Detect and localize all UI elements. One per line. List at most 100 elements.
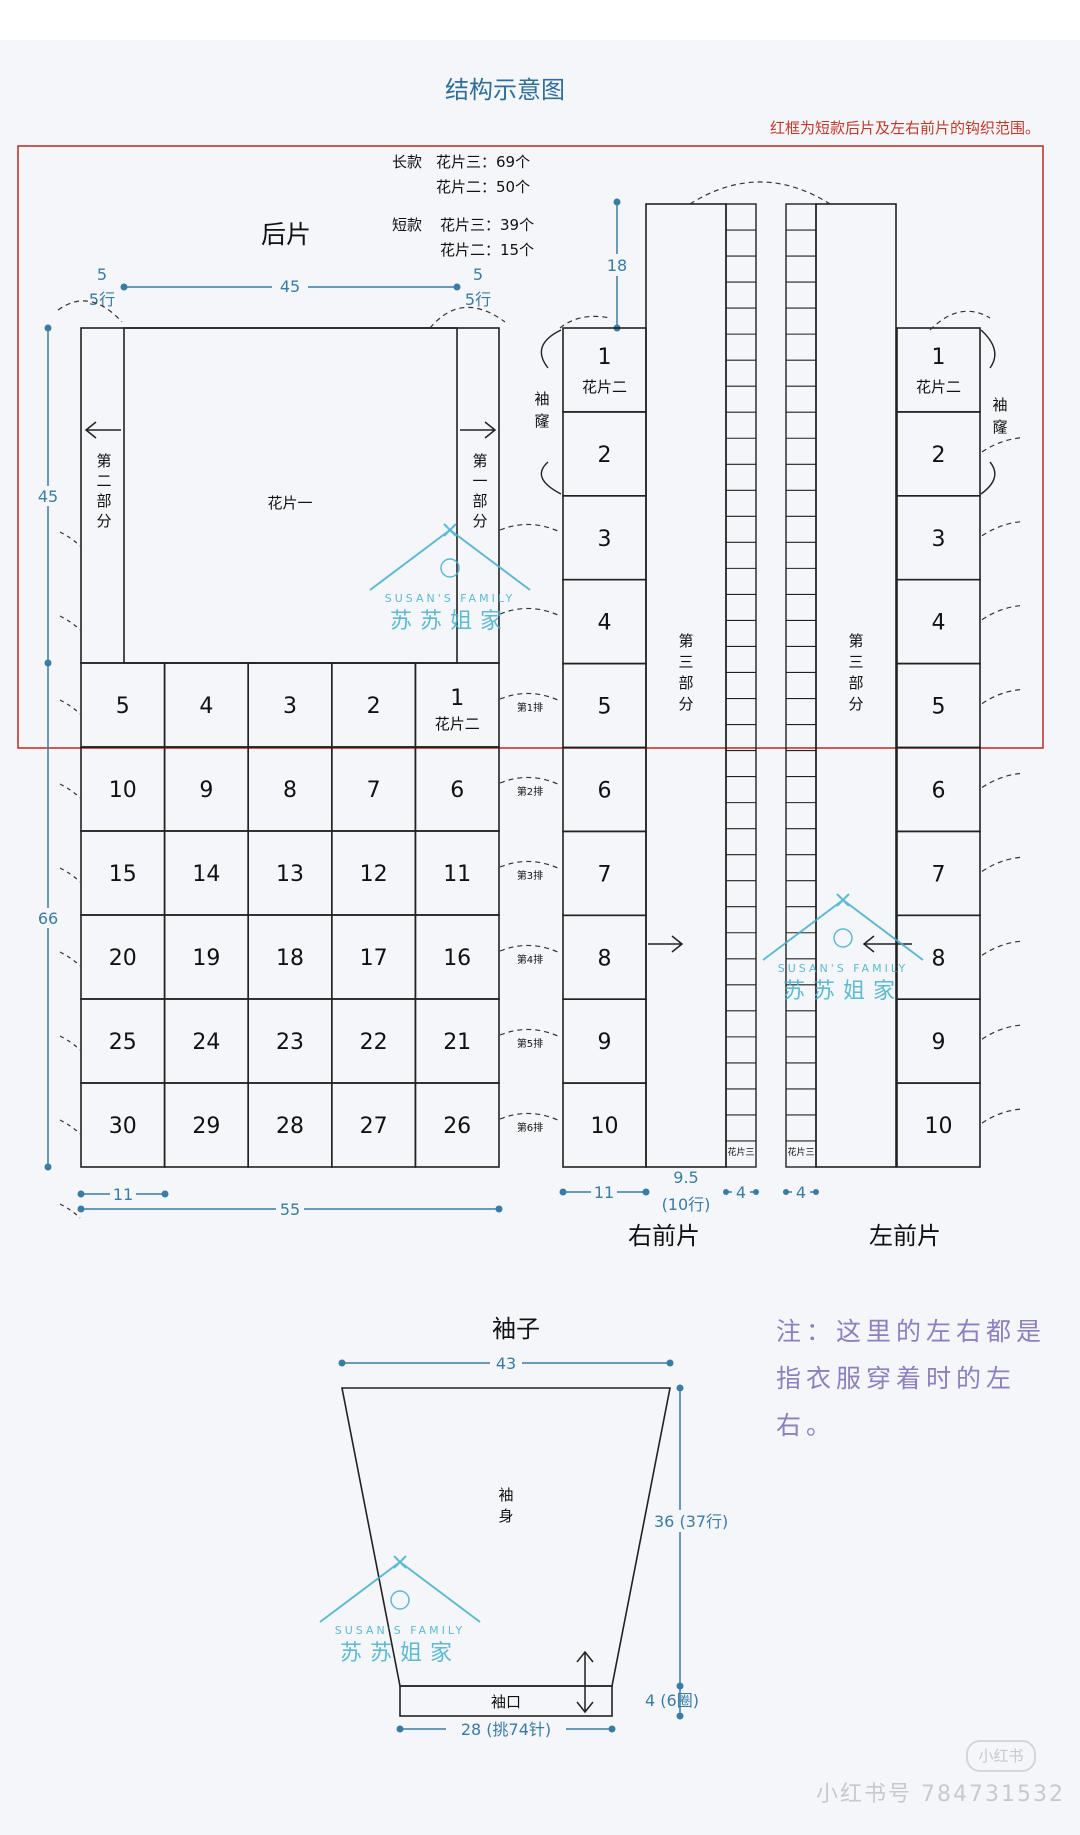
front-cell-number: 10: [925, 1114, 953, 1139]
count-long-p2: 花片二：50个: [436, 178, 530, 196]
strip-outline: [725, 203, 757, 1168]
side-join-dash: [981, 689, 1021, 705]
back-edge-w-right: 5: [473, 265, 483, 284]
back-cell-number: 20: [109, 946, 137, 971]
count-short-label: 短款: [392, 216, 422, 234]
back-cell-number: 1: [450, 686, 464, 711]
sleeve-top-w: 43: [496, 1354, 516, 1373]
back-center-w: 45: [280, 277, 300, 296]
front-cell-number: 1: [932, 345, 946, 370]
back-cell-number: 9: [199, 778, 213, 803]
watermark-en: SUSAN'S FAMILY: [335, 1624, 465, 1637]
count-long-label: 长款: [392, 153, 422, 171]
front-cell-number: 2: [932, 443, 946, 468]
front-cell-number: 7: [932, 862, 946, 887]
row-label: 第4排: [517, 953, 543, 966]
back-cell-number: 26: [443, 1114, 471, 1139]
strip-label: 花片三: [787, 1146, 814, 1158]
back-cell-number: 4: [199, 694, 213, 719]
watermark-cn: 苏苏姐家: [340, 1641, 460, 1666]
back-cell-number: 2: [367, 694, 381, 719]
front-height-18: 18: [607, 256, 627, 275]
back-height-top: 45: [38, 487, 58, 506]
right-part3-label: 第三部分: [678, 632, 693, 713]
front-dim-4a: 4: [736, 1183, 746, 1202]
footer-logo: 小红书: [966, 1740, 1036, 1772]
back-cell-number: 30: [109, 1114, 137, 1139]
row-join-dash: [499, 692, 561, 702]
side-join-dash: [981, 856, 1021, 872]
back-cell-number: 19: [192, 946, 220, 971]
front-cell-number: 9: [598, 1030, 612, 1055]
back-cell-number: 18: [276, 946, 304, 971]
row-label: 第6排: [517, 1121, 543, 1134]
side-join-dash: [59, 867, 81, 883]
row-join-dash: [499, 860, 561, 870]
front-cell-number: 7: [598, 862, 612, 887]
side-join-dash: [59, 531, 81, 547]
back-cell-number: 24: [192, 1030, 220, 1055]
back-cell-number: 16: [443, 946, 471, 971]
front-cell-number: 5: [932, 695, 946, 720]
footer-id: 小红书号 784731532: [816, 1782, 1065, 1807]
side-join-dash: [59, 783, 81, 799]
watermark: SUSAN'S FAMILY 苏苏姐家: [369, 523, 531, 634]
back-cell-number: 6: [450, 778, 464, 803]
side-join-dash: [981, 772, 1021, 788]
front-cell-number: 6: [598, 779, 612, 804]
back-edge-rows-right: 5行: [465, 290, 491, 309]
front-cell-number: 4: [598, 611, 612, 636]
side-join-dash: [59, 1119, 81, 1135]
row-join-dash: [499, 944, 561, 954]
back-cell-number: 23: [276, 1030, 304, 1055]
red-frame-note: 红框为短款后片及左右前片的钩织范围。: [770, 119, 1040, 137]
right-front-title: 右前片: [628, 1222, 700, 1250]
sleeve-cuff-h: 4 (6圈): [645, 1691, 699, 1710]
count-short-p3: 花片三：39个: [440, 216, 534, 234]
side-join-dash: [981, 1108, 1021, 1124]
row-join-dash: [499, 523, 561, 533]
front-cell-sub: 花片二: [582, 378, 627, 396]
front-cell-number: 8: [598, 946, 612, 971]
right-armhole-label: 袖窿: [534, 390, 549, 430]
back-title: 后片: [261, 220, 311, 249]
orientation-note: 注：这里的左右都是指衣服穿着时的左右。: [776, 1317, 1047, 1440]
left-front-title: 左前片: [869, 1222, 941, 1250]
left-part3-label: 第三部分: [848, 632, 863, 713]
front-cell-sub: 花片二: [916, 378, 961, 396]
right-front-strip: 花片三: [725, 203, 757, 1168]
diagram-title: 结构示意图: [445, 76, 565, 104]
back-cell-number: 7: [367, 778, 381, 803]
side-join-dash: [981, 1024, 1021, 1040]
front-cell-number: 6: [932, 779, 946, 804]
sleeve-cuff-label: 袖口: [491, 1693, 521, 1711]
front-dim-11: 11: [594, 1183, 614, 1202]
back-width: 55: [280, 1200, 300, 1219]
back-cell-number: 12: [360, 862, 388, 887]
back-cell-number: 27: [360, 1114, 388, 1139]
watermark-cn: 苏苏姐家: [783, 979, 903, 1004]
back-cell-number: 15: [109, 862, 137, 887]
back-cell-number: 21: [443, 1030, 471, 1055]
back-cell-w: 11: [113, 1185, 133, 1204]
left-front-strip: 花片三: [785, 203, 817, 1168]
row-label: 第3排: [517, 869, 543, 882]
strip-outline: [785, 203, 817, 1168]
back-cell-number: 22: [360, 1030, 388, 1055]
front-cell-number: 10: [591, 1114, 619, 1139]
side-join-dash: [981, 521, 1021, 537]
row-join-dash: [499, 776, 561, 786]
back-cell-number: 5: [116, 694, 130, 719]
sleeve-bottom-w: 28 (挑74针): [461, 1720, 551, 1739]
front-cell: [896, 1082, 981, 1168]
side-join-dash: [59, 1203, 81, 1219]
row-join-dash: [499, 1112, 561, 1122]
red-frame: [17, 145, 1044, 749]
back-cell-number: 14: [192, 862, 220, 887]
watermark-en: SUSAN'S FAMILY: [385, 592, 515, 605]
count-short-p2: 花片二：15个: [440, 241, 534, 259]
back-cell-number: 10: [109, 778, 137, 803]
watermark-cn: 苏苏姐家: [390, 609, 510, 634]
